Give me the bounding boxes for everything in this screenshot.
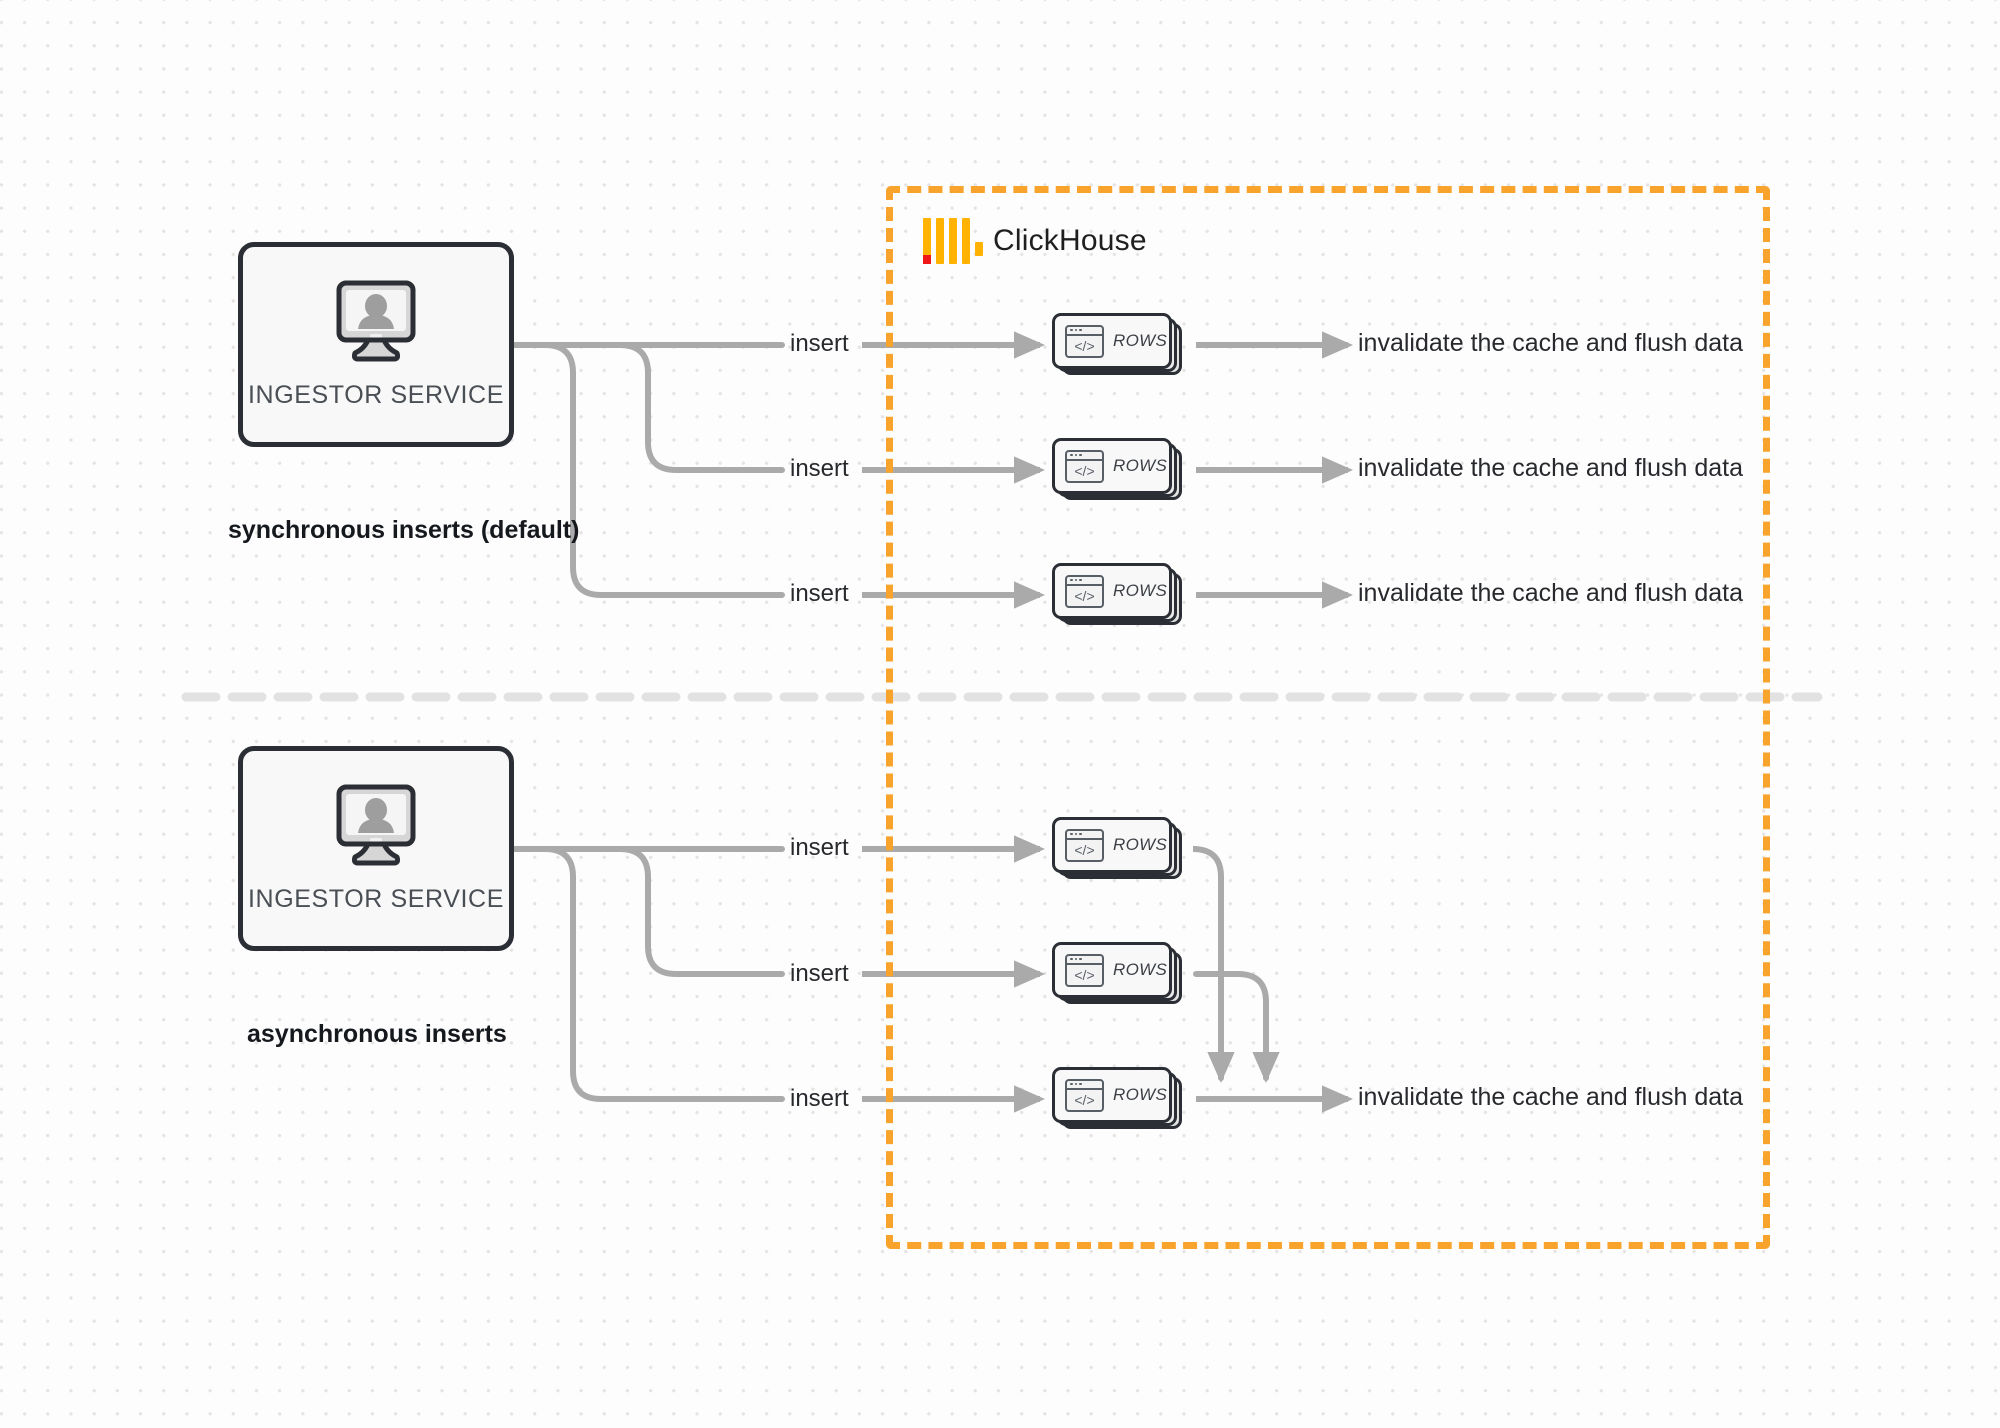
edge-label-insert-async-3: insert <box>790 1085 849 1112</box>
rows-node-sheet-front: </> ROWS <box>1052 1067 1172 1123</box>
rows-node-sheet-front: </> ROWS <box>1052 313 1172 369</box>
edge-label-insert-sync-2: insert <box>790 455 849 482</box>
rows-node-label: ROWS <box>1113 835 1168 854</box>
async-fanout-connectors <box>505 846 785 1102</box>
rows-node-sync-1[interactable]: </> ROWS <box>1052 313 1182 375</box>
edge-label-insert-sync-3: insert <box>790 580 849 607</box>
async-buffer-connectors <box>1192 846 1280 1083</box>
monitor-user-icon <box>328 279 424 365</box>
flush-label-sync-3: invalidate the cache and flush data <box>1358 579 1743 607</box>
rows-node-label: ROWS <box>1113 1085 1168 1104</box>
rows-node-async-1[interactable]: </> ROWS <box>1052 817 1182 879</box>
flush-label-sync-1: invalidate the cache and flush data <box>1358 329 1743 357</box>
rows-node-label: ROWS <box>1113 581 1168 600</box>
ingestor-service-label-async: INGESTOR SERVICE <box>248 885 504 913</box>
rows-node-sync-2[interactable]: </> ROWS <box>1052 438 1182 500</box>
rows-node-label: ROWS <box>1113 456 1168 475</box>
rows-node-sheet-front: </> ROWS <box>1052 563 1172 619</box>
section-label-asynchronous: asynchronous inserts <box>247 1020 507 1048</box>
ingestor-service-box-async[interactable]: INGESTOR SERVICE <box>238 746 514 951</box>
edge-label-insert-sync-1: insert <box>790 330 849 357</box>
rows-node-async-2[interactable]: </> ROWS <box>1052 942 1182 1004</box>
code-window-icon: </> <box>1065 324 1104 358</box>
rows-node-label: ROWS <box>1113 331 1168 350</box>
edge-label-insert-async-1: insert <box>790 834 849 861</box>
flush-label-async: invalidate the cache and flush data <box>1358 1083 1743 1111</box>
rows-node-label: ROWS <box>1113 960 1168 979</box>
clickhouse-logo-icon <box>923 218 983 264</box>
ingestor-service-label-sync: INGESTOR SERVICE <box>248 381 504 409</box>
rows-node-async-3[interactable]: </> ROWS <box>1052 1067 1182 1129</box>
clickhouse-region <box>886 186 1770 1249</box>
monitor-user-icon <box>328 783 424 869</box>
section-label-synchronous: synchronous inserts (default) <box>228 516 580 544</box>
rows-node-sync-3[interactable]: </> ROWS <box>1052 563 1182 625</box>
ingestor-service-box-sync[interactable]: INGESTOR SERVICE <box>238 242 514 447</box>
sync-fanout-connectors <box>505 342 785 598</box>
code-window-icon: </> <box>1065 449 1104 483</box>
sync-flush-arrows <box>1196 331 1353 609</box>
code-window-icon: </> <box>1065 953 1104 987</box>
code-window-icon: </> <box>1065 828 1104 862</box>
rows-node-sheet-front: </> ROWS <box>1052 817 1172 873</box>
rows-node-sheet-front: </> ROWS <box>1052 942 1172 998</box>
edge-label-insert-async-2: insert <box>790 960 849 987</box>
flush-label-sync-2: invalidate the cache and flush data <box>1358 454 1743 482</box>
code-window-icon: </> <box>1065 574 1104 608</box>
code-window-icon: </> <box>1065 1078 1104 1112</box>
clickhouse-wordmark: ClickHouse <box>993 224 1147 257</box>
rows-node-sheet-front: </> ROWS <box>1052 438 1172 494</box>
clickhouse-brand: ClickHouse <box>923 218 1147 264</box>
